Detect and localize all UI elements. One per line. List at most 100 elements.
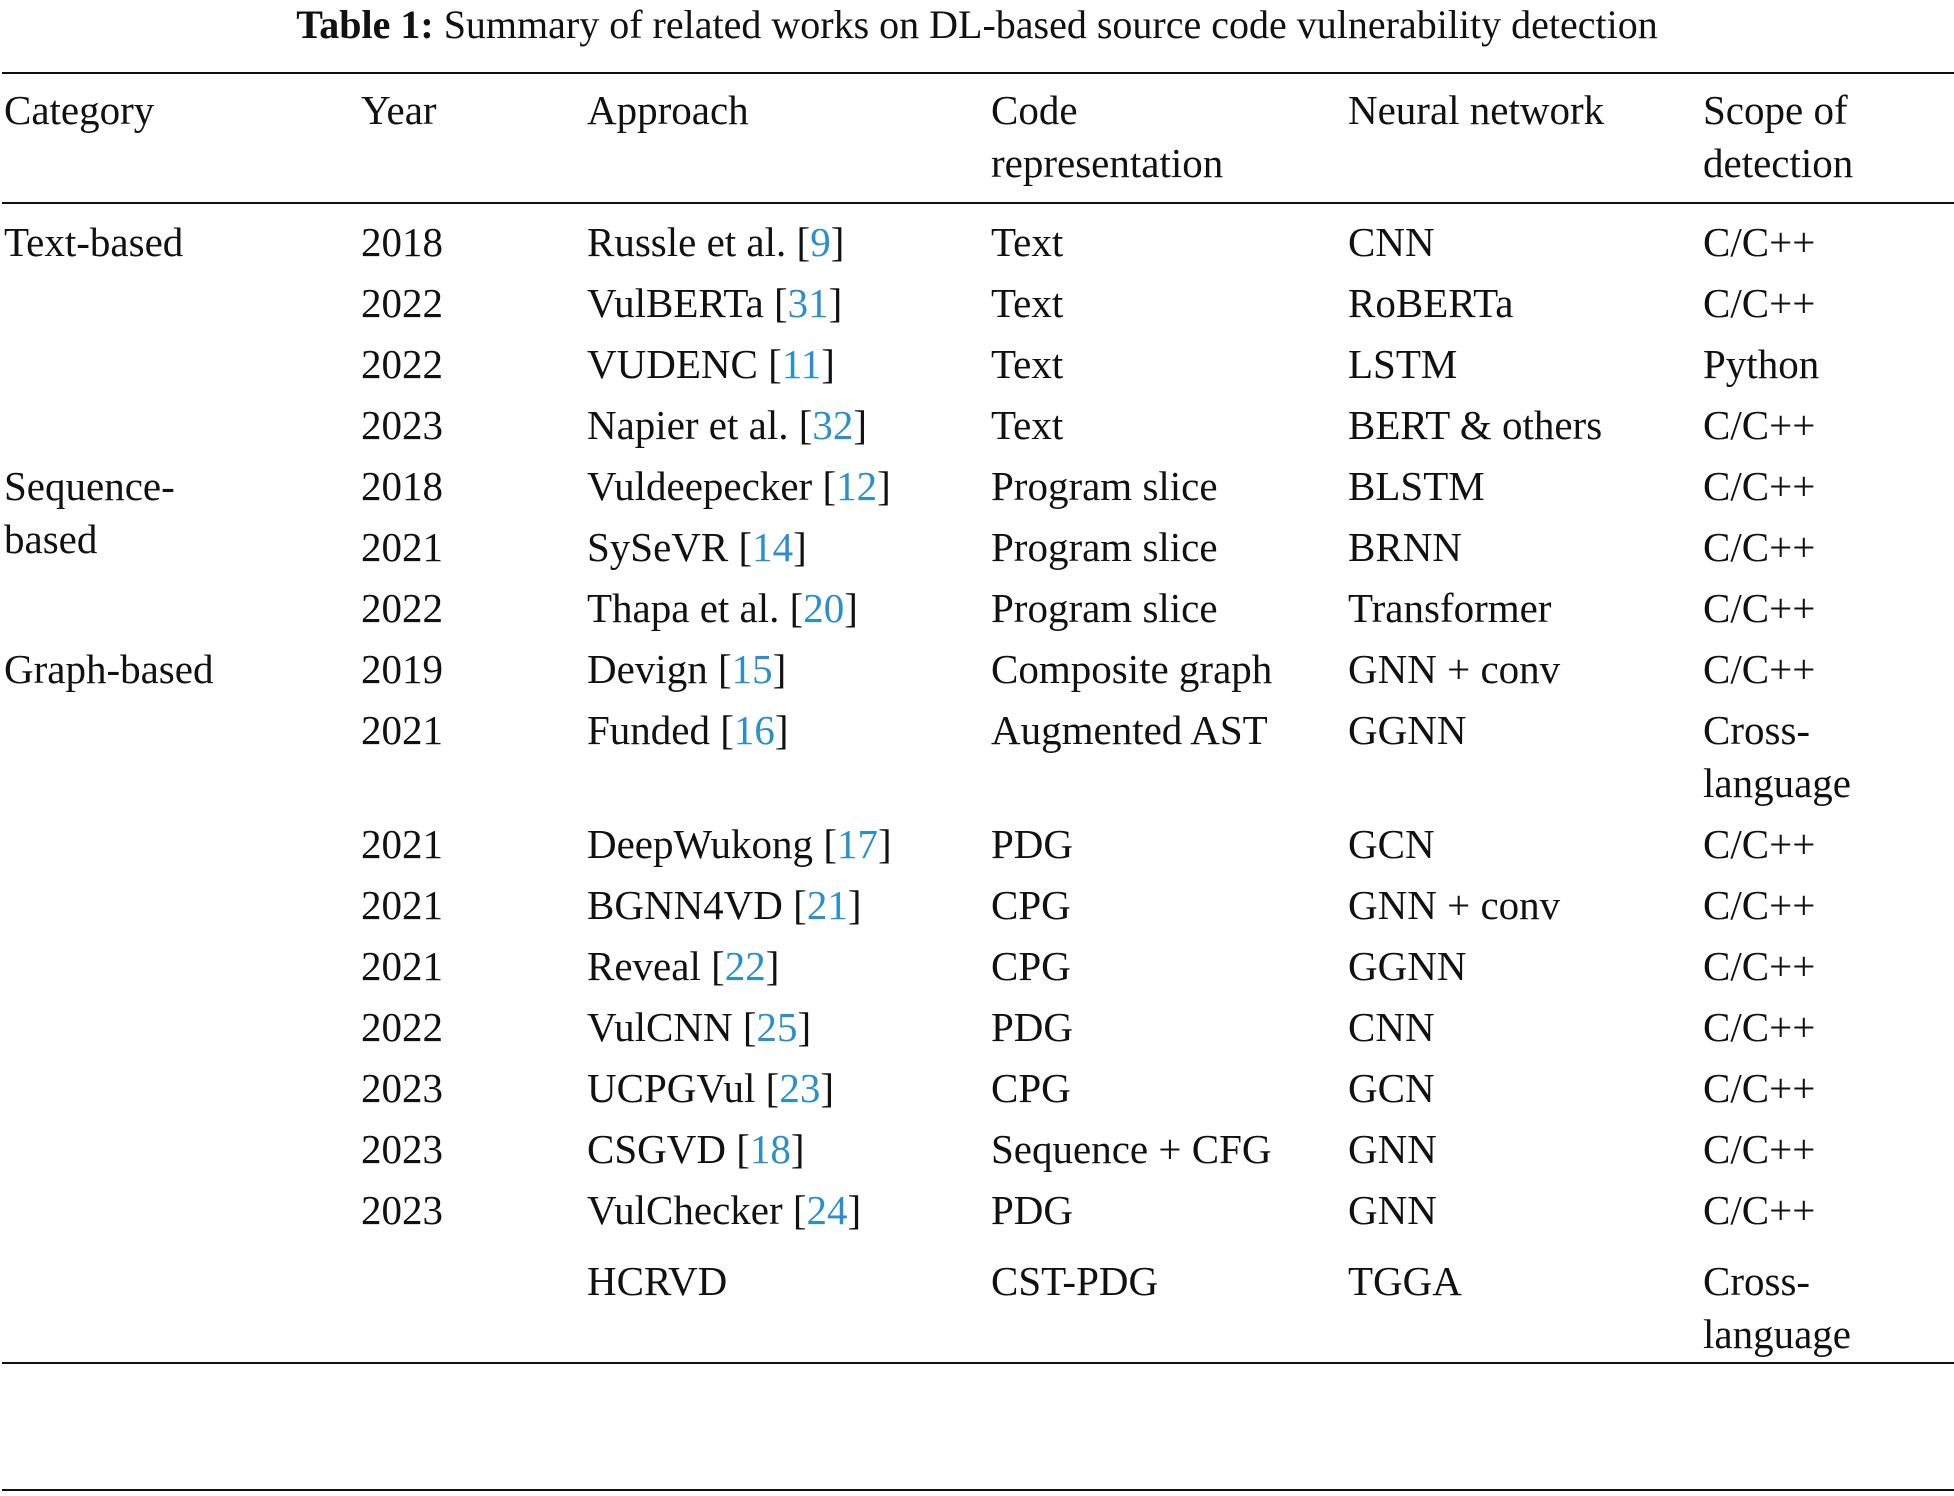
cell-category [0,574,361,635]
approach-name: Funded [587,707,710,753]
cell-scope: C/C++ [1703,932,1954,993]
cell-approach: Devign 15 [587,635,991,696]
approach-name: DeepWukong [587,821,814,867]
approach-name: VUDENC [587,341,758,387]
table-caption: Table 1:Summary of related works on DL-b… [0,0,1954,50]
cell-category [0,1115,361,1176]
representation-text: Program slice [991,524,1218,570]
cell-year: 2021 [361,882,443,928]
cell-category: Graph-based [0,635,361,696]
citation-link[interactable]: 15 [731,646,773,692]
caption-text: Summary of related works on DL-based sou… [443,2,1658,47]
cell-year: 2021 [361,524,443,570]
scope-text: C/C++ [1703,646,1816,692]
representation-text: CST-PDG [991,1258,1159,1304]
citation-link[interactable]: 12 [836,463,878,509]
citation-link[interactable]: 18 [749,1126,791,1172]
citation: 11 [768,341,835,387]
citation-link[interactable]: 21 [806,882,848,928]
cell-category [0,1054,361,1115]
category-label: Graph-based [4,646,214,692]
representation-text: CPG [991,1065,1071,1111]
cell-category [0,810,361,871]
citation: 12 [822,463,890,509]
cell-year: 2019 [361,646,443,692]
cell-scope: Cross-language [1703,696,1954,810]
cell-representation: Program slice [991,513,1348,574]
cell-category: Sequence-based [0,452,361,562]
citation-link[interactable]: 11 [781,341,822,387]
cell-network: BERT & others [1348,402,1603,448]
approach-name: BGNN4VD [587,882,783,928]
approach-name: CSGVD [587,1126,726,1172]
citation: 31 [774,280,842,326]
citation: 22 [711,943,779,989]
cell-approach: HCRVD [587,1243,991,1361]
cell-approach: UCPGVul 23 [587,1054,991,1115]
cell-network: GGNN [1348,707,1467,753]
citation: 20 [790,585,858,631]
mid-rule [2,1362,1954,1364]
cell-representation: Text [991,269,1348,330]
citation-link[interactable]: 24 [806,1187,848,1233]
cell-year: 2022 [361,1004,443,1050]
citation-link[interactable]: 22 [724,943,766,989]
header-scope: Scope of detection [1703,74,1954,202]
scope-text: C/C++ [1703,882,1816,928]
citation: 9 [797,219,845,265]
citation: 16 [720,707,788,753]
citation-link[interactable]: 31 [787,280,829,326]
representation-text: PDG [991,1004,1074,1050]
citation-link[interactable]: 25 [756,1004,798,1050]
citation-link[interactable]: 20 [803,585,845,631]
scope-text: Cross-language [1703,707,1851,806]
cell-network: GCN [1348,1065,1435,1111]
approach-name: Reveal [587,943,701,989]
cell-scope: C/C++ [1703,391,1954,452]
scope-text: C/C++ [1703,280,1816,326]
cell-approach: Funded 16 [587,696,991,810]
cell-representation: Program slice [991,452,1348,513]
cell-network: GNN [1348,1187,1437,1233]
cell-network: GNN [1348,1126,1437,1172]
representation-text: Program slice [991,585,1218,631]
cell-scope: C/C++ [1703,202,1954,269]
cell-network: BLSTM [1348,463,1485,509]
representation-text: Text [991,402,1064,448]
citation-link[interactable]: 16 [733,707,775,753]
cell-approach: VUDENC 11 [587,330,991,391]
cell-representation: Composite graph [991,635,1348,696]
citation-link[interactable]: 32 [812,402,854,448]
cell-approach: SySeVR 14 [587,513,991,574]
scope-text: C/C++ [1703,1126,1816,1172]
cell-year: 2023 [361,1187,443,1233]
cell-representation: CPG [991,932,1348,993]
cell-representation: PDG [991,810,1348,871]
header-category: Category [4,87,155,133]
scope-text: Cross-language [1703,1258,1851,1357]
cell-year [361,1243,587,1361]
approach-name: Russle et al. [587,219,787,265]
cell-scope: C/C++ [1703,269,1954,330]
cell-network: BRNN [1348,524,1462,570]
cell-approach: CSGVD 18 [587,1115,991,1176]
citation-link[interactable]: 14 [752,524,794,570]
representation-text: PDG [991,821,1074,867]
citation-link[interactable]: 17 [836,821,878,867]
representation-text: Program slice [991,463,1218,509]
cell-network: LSTM [1348,341,1458,387]
scope-text: C/C++ [1703,821,1816,867]
citation-link[interactable]: 9 [810,219,831,265]
cell-year: 2021 [361,707,443,753]
citation-link[interactable]: 23 [779,1065,821,1111]
cell-scope: C/C++ [1703,452,1954,513]
cell-category [0,269,361,330]
scope-text: C/C++ [1703,943,1816,989]
representation-text: Sequence + CFG [991,1126,1272,1172]
header-approach: Approach [587,87,749,133]
